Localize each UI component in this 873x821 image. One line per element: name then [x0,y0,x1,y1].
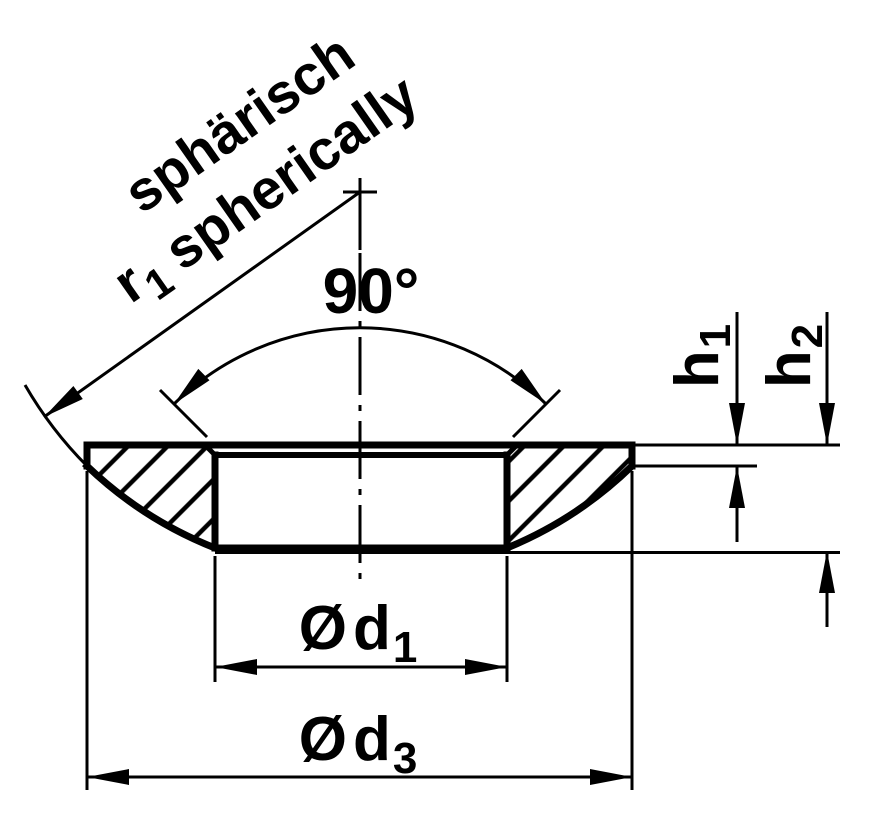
label-h2-subscript: 2 [783,324,832,348]
d3-arrowhead-left [87,769,129,785]
angle-dimension-arc [172,326,548,406]
label-d1-base: d [353,594,391,663]
angle-flank-tick-left [158,388,209,439]
label-h2: h2 [755,324,832,388]
dimension-arrowheads [44,368,835,785]
h1-arrowhead-bottom [729,466,745,508]
dimension-lines [23,190,840,790]
r1-arrowhead [44,386,83,417]
hatch-left-section [87,445,215,548]
label-d1: Ød1 [299,594,418,672]
label-h1-subscript: 1 [691,324,740,348]
d1-arrowhead-right [465,659,507,675]
h2-arrowhead-top [819,403,835,445]
r1-leader-line [43,190,361,419]
label-h1: h1 [663,324,740,388]
label-h1-base: h [663,350,732,388]
angle-arrowhead-right [510,368,546,404]
sphere-surface-right-arc [502,461,637,553]
label-d3: Ød3 [299,705,418,783]
label-d3-base: d [353,705,391,774]
label-angle-90: 90° [323,255,420,327]
label-d1-diameter-symbol: Ø [299,594,347,663]
label-h2-base: h [755,350,824,388]
d1-arrowhead-left [215,659,257,675]
h1-arrowhead-top [729,403,745,445]
d3-arrowhead-right [590,769,632,785]
label-d1-subscript: 1 [393,623,417,672]
h2-arrowhead-bottom [819,551,835,593]
sphere-extension-arc [23,384,89,468]
label-d3-diameter-symbol: Ø [299,705,347,774]
section-hatching [87,445,632,548]
angle-arrowhead-left [174,368,210,404]
hatch-right-section [507,445,632,548]
centerlines [343,178,377,585]
angle-flank-tick-right [511,388,562,439]
label-d3-subscript: 3 [393,734,417,783]
sphere-surface-left-arc [82,461,220,553]
